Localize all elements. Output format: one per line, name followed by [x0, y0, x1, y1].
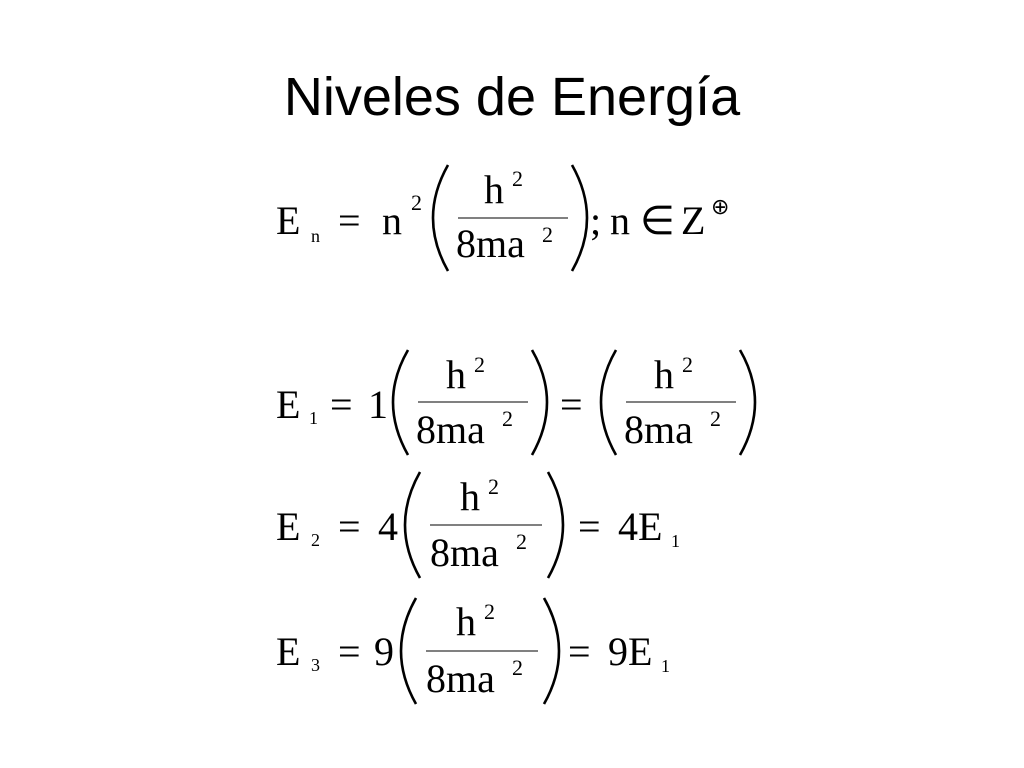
right-parenthesis [570, 164, 589, 272]
coefficient-exponent: 2 [411, 190, 422, 215]
slide-title: Niveles de Energía [283, 67, 741, 127]
numerator-exponent: 2 [488, 474, 499, 499]
equals-sign: = [338, 504, 361, 549]
numerator: h [446, 352, 466, 397]
semicolon: ; [590, 198, 601, 243]
energy-symbol: E [276, 629, 300, 674]
coefficient: 9 [374, 629, 394, 674]
coefficient: 1 [368, 382, 388, 427]
left-parenthesis [391, 349, 410, 456]
second-equals-sign: = [568, 629, 591, 674]
denominator-exponent: 2 [516, 529, 527, 554]
variable-n: n [610, 198, 630, 243]
denominator: 8ma [426, 656, 495, 701]
numerator-exponent: 2 [512, 166, 523, 191]
denominator-exponent: 2 [542, 222, 553, 247]
right-parenthesis [530, 349, 549, 456]
right-parenthesis [542, 597, 561, 705]
energy-subscript: 3 [311, 655, 320, 675]
numerator: h [460, 474, 480, 519]
equals-sign: = [338, 629, 361, 674]
energy-subscript: 1 [309, 408, 318, 428]
denominator-2-exponent: 2 [710, 406, 721, 431]
numerator-2-exponent: 2 [682, 352, 693, 377]
left-parenthesis [431, 164, 450, 272]
integer-set-symbol: Z [681, 198, 705, 243]
right-parenthesis [546, 471, 565, 579]
denominator-exponent: 2 [502, 406, 513, 431]
level-3-formula: E 3 = 9 h 2 8ma 2 = 9E 1 [276, 597, 670, 705]
result: 9E [608, 629, 652, 674]
right-parenthesis-2 [738, 349, 757, 456]
result-subscript: 1 [661, 656, 670, 676]
numerator-exponent: 2 [484, 599, 495, 624]
equals-sign: = [330, 382, 353, 427]
energy-subscript: 2 [311, 530, 320, 550]
energy-symbol: E [276, 382, 300, 427]
numerator-2: h [654, 352, 674, 397]
coefficient: n [382, 198, 402, 243]
denominator-2: 8ma [624, 407, 693, 452]
denominator: 8ma [456, 221, 525, 266]
general-energy-formula: E n = n 2 h 2 8ma 2 ; n ∈ Z ⊕ [276, 164, 729, 272]
result-subscript: 1 [671, 531, 680, 551]
left-parenthesis-2 [599, 349, 618, 456]
level-2-formula: E 2 = 4 h 2 8ma 2 = 4E 1 [276, 471, 680, 579]
left-parenthesis [399, 597, 418, 705]
level-1-formula: E 1 = 1 h 2 8ma 2 = h 2 8ma 2 [276, 349, 757, 456]
numerator: h [456, 599, 476, 644]
element-of-symbol: ∈ [640, 198, 675, 243]
equals-sign: = [338, 198, 361, 243]
denominator-exponent: 2 [512, 655, 523, 680]
denominator: 8ma [416, 407, 485, 452]
energy-symbol: E [276, 198, 300, 243]
numerator-exponent: 2 [474, 352, 485, 377]
left-parenthesis [403, 471, 422, 579]
positive-superscript: ⊕ [711, 194, 729, 219]
coefficient: 4 [378, 504, 398, 549]
denominator: 8ma [430, 530, 499, 575]
second-equals-sign: = [560, 382, 583, 427]
result: 4E [618, 504, 662, 549]
second-equals-sign: = [578, 504, 601, 549]
energy-subscript: n [311, 226, 320, 246]
numerator: h [484, 167, 504, 212]
energy-symbol: E [276, 504, 300, 549]
